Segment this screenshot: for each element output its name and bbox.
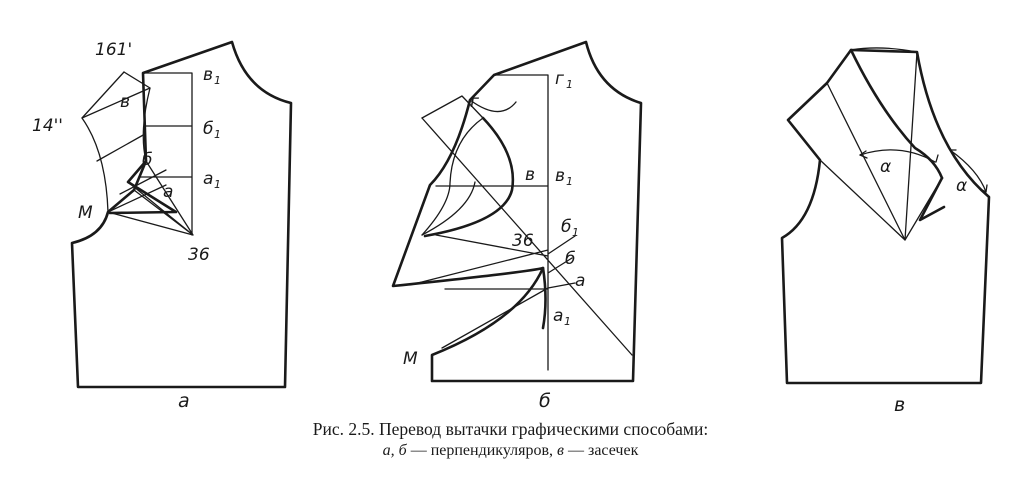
panel-b-outline [391, 40, 643, 383]
point-b1-sub: 1 [572, 226, 579, 239]
panel-b-old-armhole [469, 99, 517, 113]
point-b1: б [203, 119, 213, 139]
caption-perpendiculars: — перпендикуляров, [406, 442, 558, 459]
panel-a-outline [70, 40, 293, 389]
panel-b-drawing: г 1 г в в 1 б 1 36 б а а 1 М б [391, 40, 643, 412]
alpha-2: α [956, 176, 967, 196]
point-a1-sub: 1 [214, 178, 221, 191]
caption-letter-v: в [557, 442, 564, 459]
caption-notches: — засечек [564, 442, 639, 459]
point-b: б [142, 150, 152, 170]
caption-letters-ab: а, б [382, 442, 407, 459]
caption-title: Рис. 2.5. Перевод вытачки графическими с… [312, 419, 709, 439]
point-36: 36 [188, 245, 210, 265]
point-g: г [470, 92, 479, 112]
point-v1: в [203, 65, 213, 85]
point-b1: б [561, 217, 571, 237]
panel-b-label: б [539, 390, 551, 412]
panel-a-label: а [178, 390, 190, 412]
point-36: 36 [512, 231, 534, 251]
panel-a-drawing: 161' 14'' в б а М 36 в 1 б 1 а 1 а [32, 40, 293, 412]
panel-b-bold-side [541, 266, 547, 330]
point-a: а [575, 271, 585, 291]
point-a: а [163, 182, 173, 202]
point-v: в [120, 92, 130, 112]
point-14: 14'' [32, 116, 63, 136]
caption-legend: а, б — перпендикуляров, в — засечек [0, 440, 1021, 462]
panel-b-neck-dart [423, 116, 515, 238]
point-v1-sub: 1 [214, 74, 221, 87]
point-a1-sub: 1 [564, 315, 571, 328]
panel-c-arc-2 [949, 149, 987, 193]
panel-c-label: в [894, 394, 905, 416]
point-a1: а [553, 306, 563, 326]
point-M: М [403, 349, 418, 369]
panel-c-drawing: α α в [780, 47, 991, 416]
point-g1: г [555, 69, 564, 89]
panel-b-construction [409, 74, 633, 371]
point-v1-sub: 1 [566, 175, 573, 188]
point-g1-sub: 1 [566, 78, 573, 91]
figure-caption: Рис. 2.5. Перевод вытачки графическими с… [0, 418, 1021, 462]
panel-a-perpendiculars [81, 72, 193, 236]
panel-a-dart-bold [108, 159, 178, 215]
point-M: М [78, 203, 93, 223]
panel-c-arrowheads [859, 149, 988, 193]
point-b1-sub: 1 [214, 128, 221, 141]
panel-a-dart-lines [107, 160, 194, 236]
panel-c-neck-bold [849, 48, 944, 180]
point-a1: а [203, 169, 213, 189]
point-161: 161' [95, 40, 132, 60]
panel-c-shoulder [826, 47, 918, 241]
point-v: в [525, 165, 535, 185]
panel-b-rotated-piece [421, 95, 484, 236]
panel-c-arc-1 [859, 149, 936, 163]
panel-b-armhole-rot [421, 181, 476, 236]
panel-c-dart-bold [918, 176, 946, 222]
panel-a-rotated-piece [81, 71, 125, 213]
point-b: б [565, 249, 575, 269]
point-v1: в [555, 166, 565, 186]
alpha-1: α [880, 157, 891, 177]
panel-c-outline [780, 48, 991, 385]
